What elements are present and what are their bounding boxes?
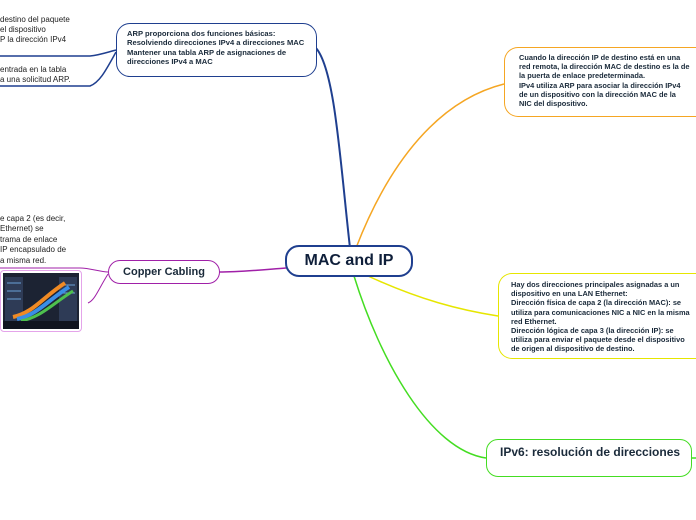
cable-picture	[3, 273, 79, 329]
ipv6-node[interactable]: IPv6: resolución de direcciones	[486, 439, 692, 477]
link-copper-text	[0, 267, 109, 273]
remote-gateway-text: Cuando la dirección IP de destino está e…	[519, 53, 690, 109]
two-addresses-node[interactable]: Hay dos direcciones principales asignada…	[498, 273, 696, 359]
link-central-copper	[218, 267, 287, 273]
link-central-addresses	[367, 275, 499, 317]
copper-side-text: e capa 2 (es decir, Ethernet) se trama d…	[0, 214, 67, 265]
arp-functions-text: ARP proporciona dos funciones básicas: R…	[127, 29, 305, 67]
central-topic[interactable]: MAC and IP	[285, 245, 413, 277]
arp-functions-node[interactable]: ARP proporciona dos funciones básicas: R…	[116, 23, 317, 77]
link-arp-sub1	[0, 49, 117, 57]
link-central-arp	[315, 47, 351, 249]
central-topic-title: MAC and IP	[304, 252, 394, 269]
remote-gateway-node[interactable]: Cuando la dirección IP de destino está e…	[504, 47, 696, 117]
link-central-ipv6	[353, 275, 487, 459]
ipv6-label: IPv6: resolución de direcciones	[500, 445, 681, 459]
arp-sub-text-1: destino del paquete el dispositivo P la …	[0, 15, 70, 44]
link-arp-sub2	[0, 51, 117, 87]
link-central-remote	[355, 83, 505, 249]
copper-cable-image	[0, 270, 82, 332]
arp-sub-text-2: entrada en la tabla a una solicitud ARP.	[0, 65, 71, 84]
copper-cabling-node[interactable]: Copper Cabling	[108, 260, 220, 284]
copper-cabling-label: Copper Cabling	[123, 266, 205, 278]
two-addresses-text: Hay dos direcciones principales asignada…	[511, 280, 690, 354]
link-copper-image	[87, 273, 109, 304]
